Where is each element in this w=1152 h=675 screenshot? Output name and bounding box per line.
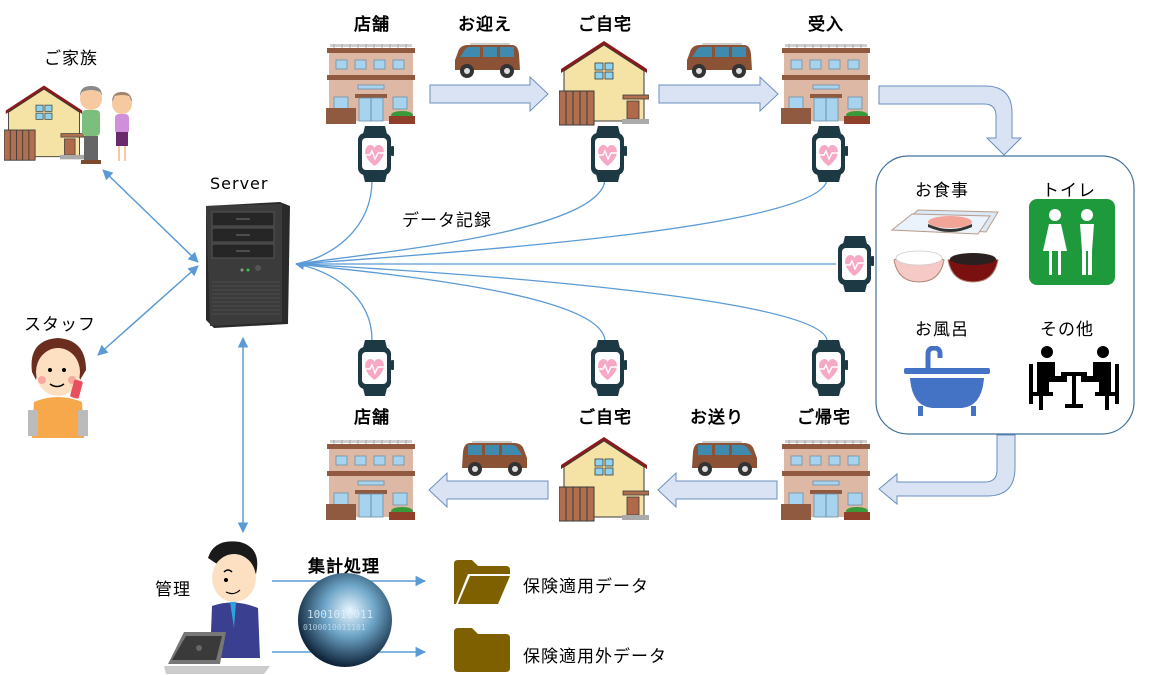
- uninsured-data-label[interactable]: 保険適用外データ: [523, 647, 667, 667]
- admin-illustration: [164, 541, 270, 674]
- svg-text:0100010011101: 0100010011101: [303, 623, 366, 632]
- family-server-link: [102, 169, 199, 263]
- top-store-label: 店舗: [354, 15, 390, 35]
- staff-illustration: [28, 338, 88, 438]
- return-home-watch-icon[interactable]: [809, 340, 849, 396]
- top-home-label: ご自宅: [578, 15, 632, 35]
- flow-arrow-store-to-home: [429, 75, 549, 113]
- watch-link-return-home: [295, 263, 828, 341]
- watch-link-store-bottom: [295, 260, 373, 341]
- reception-watch-icon[interactable]: [809, 126, 849, 182]
- flow-arrow-home-to-reception: [658, 75, 779, 113]
- bottom-store-icon: [326, 440, 416, 520]
- watch-link-reception: [295, 179, 828, 265]
- reception-label: 受入: [808, 15, 844, 35]
- pickup-car-icon: [455, 43, 520, 78]
- server-icon: [206, 202, 290, 328]
- meeting-icon: [1029, 346, 1119, 410]
- bottom-store-watch-icon[interactable]: [355, 340, 395, 396]
- watch-link-home-top: [295, 179, 606, 265]
- return-store-icon: [781, 440, 871, 520]
- toilet-label: トイレ: [1042, 181, 1096, 201]
- activity-watch-icon[interactable]: [835, 236, 875, 292]
- top-home-icon: [559, 40, 649, 126]
- flow-arrow-reception-to-activities: [878, 85, 1023, 156]
- transit-car-icon: [687, 43, 752, 78]
- top-home-watch-icon[interactable]: [588, 126, 628, 182]
- family-illustration: [4, 85, 132, 164]
- flow-arrow-return-to-home: [657, 471, 778, 509]
- admin-label: 管理: [155, 580, 191, 600]
- top-store-icon: [326, 44, 416, 124]
- toilet-icon: [1029, 199, 1115, 285]
- flow-arrow-home-to-store: [428, 471, 549, 509]
- aggregation-label: 集計処理: [308, 557, 380, 577]
- bottom-home-watch-icon[interactable]: [588, 340, 628, 396]
- return-car-icon: [462, 441, 527, 476]
- staff-label: スタッフ: [24, 315, 96, 335]
- top-store-watch-icon[interactable]: [355, 126, 395, 182]
- pickup-label: お迎え: [458, 15, 512, 35]
- meal-icon: [890, 209, 999, 283]
- watch-link-store-top: [295, 179, 373, 265]
- staff-server-link: [97, 265, 199, 356]
- bath-icon: [904, 346, 990, 416]
- data-record-label: データ記録: [402, 211, 492, 231]
- return-home-label: ご帰宅: [797, 408, 851, 428]
- bottom-home-icon: [559, 436, 649, 522]
- reception-store-icon: [781, 44, 871, 124]
- insured-folder-open-icon[interactable]: [454, 560, 510, 604]
- dropoff-car-icon: [692, 441, 757, 476]
- bottom-home-label: ご自宅: [578, 408, 632, 428]
- flow-arrow-activities-to-return: [878, 434, 1016, 506]
- family-label: ご家族: [44, 49, 98, 69]
- data-globe-icon: 1001010011 0100010011101: [298, 573, 392, 667]
- server-label: Server: [210, 174, 269, 193]
- bath-label: お風呂: [915, 320, 969, 340]
- dropoff-label: お送り: [690, 408, 744, 428]
- other-label: その他: [1040, 320, 1094, 340]
- svg-text:1001010011: 1001010011: [307, 608, 373, 621]
- watch-link-home-bottom: [295, 263, 606, 341]
- insured-data-label[interactable]: 保険適用データ: [523, 577, 649, 597]
- uninsured-folder-icon[interactable]: [454, 628, 510, 672]
- meal-label: お食事: [915, 181, 969, 201]
- bottom-store-label: 店舗: [354, 408, 390, 428]
